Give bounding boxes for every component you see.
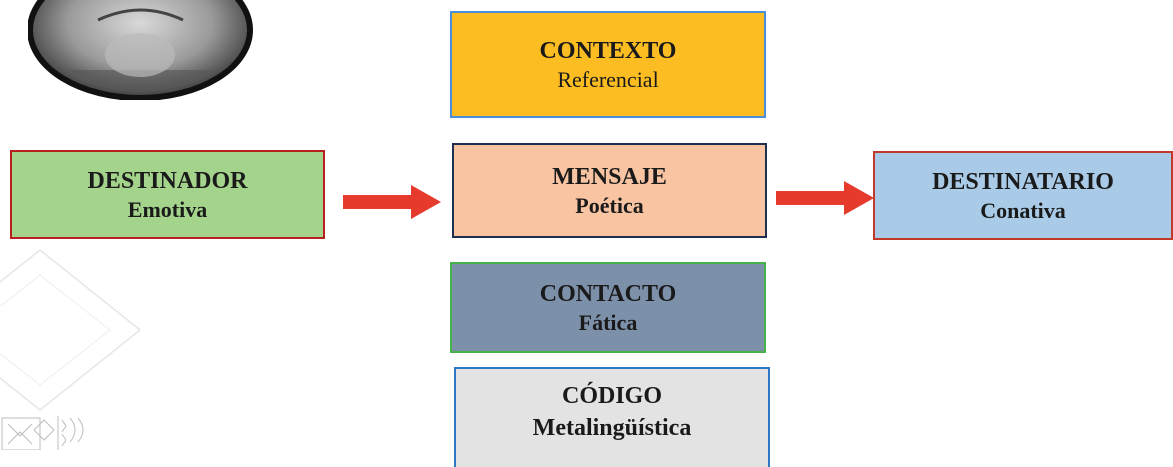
codigo-box: CÓDIGO Metalingüística xyxy=(454,367,770,467)
destinador-title: DESTINADOR xyxy=(87,167,248,194)
contexto-box: CONTEXTO Referencial xyxy=(450,11,766,118)
contexto-title: CONTEXTO xyxy=(539,37,677,64)
decorative-pattern xyxy=(0,250,140,450)
destinatario-box: DESTINATARIO Conativa xyxy=(873,151,1173,240)
contexto-function: Referencial xyxy=(557,66,659,92)
codigo-function: Metalingüística xyxy=(532,415,692,441)
mensaje-function: Poética xyxy=(575,192,644,218)
portrait-photo xyxy=(28,0,253,100)
contacto-title: CONTACTO xyxy=(539,280,677,307)
mensaje-box: MENSAJE Poética xyxy=(452,143,767,238)
destinatario-title: DESTINATARIO xyxy=(932,168,1114,195)
arrow-to-destinatario xyxy=(776,181,874,215)
destinador-box: DESTINADOR Emotiva xyxy=(10,150,325,239)
contacto-function: Fática xyxy=(578,309,638,335)
contacto-box: CONTACTO Fática xyxy=(450,262,766,353)
destinatario-function: Conativa xyxy=(980,197,1066,223)
destinador-function: Emotiva xyxy=(127,196,208,222)
mensaje-title: MENSAJE xyxy=(552,163,667,190)
arrow-to-mensaje xyxy=(343,185,441,219)
codigo-title: CÓDIGO xyxy=(561,383,662,409)
